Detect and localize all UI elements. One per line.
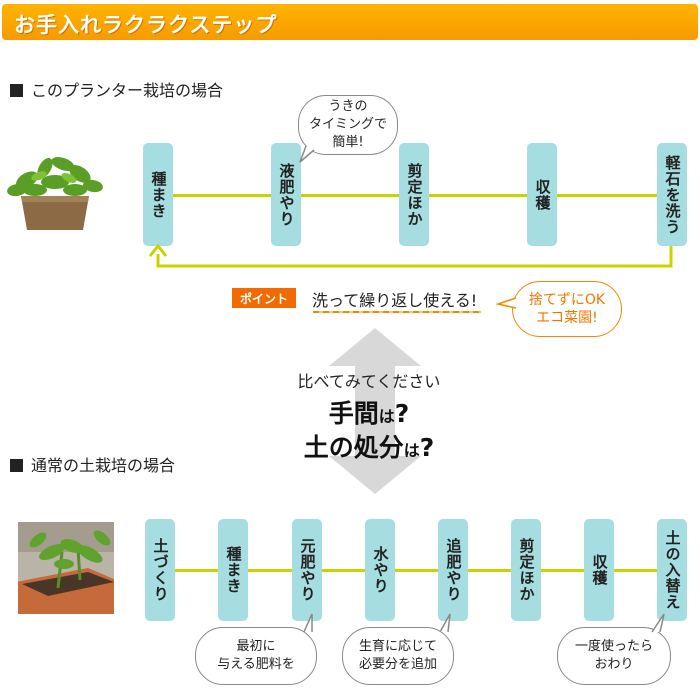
top-dressing-note-bubble: 生育に応じて 必要分を追加 — [342, 627, 454, 685]
planter-step-pruning: 剪定ほか — [399, 143, 429, 246]
soil-heading-text: 通常の土栽培の場合 — [31, 456, 176, 475]
point-label-badge: ポイント — [232, 288, 296, 308]
square-bullet-icon — [10, 84, 23, 97]
banner-title: お手入れラクラクステップ — [14, 13, 278, 37]
compare-disposal-line: 土の処分は? — [303, 433, 435, 462]
cycle-return-arrow — [148, 244, 673, 268]
soil-section-heading: 通常の土栽培の場合 — [10, 452, 175, 476]
soil-step-base-fertilizer: 元肥やり — [292, 519, 322, 621]
square-bullet-icon — [10, 459, 23, 472]
base-fertilizer-note-text: 最初に 与える肥料を — [217, 639, 295, 672]
top-dressing-bubble-tail — [439, 613, 451, 633]
soil-step-top-dressing: 追肥やり — [438, 519, 468, 621]
compare-lead: 比べてみてください — [297, 372, 441, 391]
planter-step-liquid-fertilizer: 液肥やり — [271, 143, 301, 246]
soil-replace-bubble-tail — [651, 613, 665, 633]
eco-note-bubble: 捨てずにOK エコ菜園! — [512, 281, 622, 337]
point-underline — [313, 311, 481, 313]
planter-step-sowing: 種まき — [143, 143, 173, 246]
soil-step-sowing: 種まき — [218, 519, 248, 621]
soil-step-soil-replace: 土の入替え — [657, 519, 687, 621]
point-text: 洗って繰り返し使える! — [312, 291, 478, 310]
planter-step-harvest: 収穫 — [527, 143, 557, 246]
base-fertilizer-note-bubble: 最初に 与える肥料を — [195, 627, 317, 685]
timing-bubble-tail — [299, 145, 315, 163]
base-fertilizer-bubble-tail — [303, 613, 313, 633]
compare-double-arrow — [329, 328, 421, 494]
planter-heading-text: このプランター栽培の場合 — [31, 81, 224, 100]
soil-step-watering: 水やり — [365, 519, 395, 621]
planter-step-wash-pumice: 軽石を洗う — [657, 143, 687, 246]
header-banner: お手入れラクラクステップ — [2, 4, 698, 40]
eco-bubble-tail — [496, 297, 517, 309]
top-dressing-note-text: 生育に応じて 必要分を追加 — [358, 639, 437, 672]
soil-step-pruning: 剪定ほか — [511, 519, 541, 621]
eco-note-text: 捨てずにOK エコ菜園! — [528, 292, 606, 326]
planter-section-heading: このプランター栽培の場合 — [10, 77, 223, 101]
soil-step-harvest: 収穫 — [584, 519, 614, 621]
timing-note-text: うきの タイミングで 簡単! — [308, 99, 387, 150]
soil-replace-note-bubble: 一度使ったら おわり — [557, 627, 671, 685]
soil-planter-photo — [18, 522, 114, 614]
compare-effort-line: 手間は? — [328, 399, 410, 428]
soil-step-soil-prep: 土づくり — [145, 519, 175, 621]
timing-note-bubble: うきの タイミングで 簡単! — [298, 95, 398, 155]
soil-timeline-line — [160, 569, 674, 572]
planter-photo — [5, 150, 105, 235]
soil-replace-note-text: 一度使ったら おわり — [574, 639, 653, 672]
